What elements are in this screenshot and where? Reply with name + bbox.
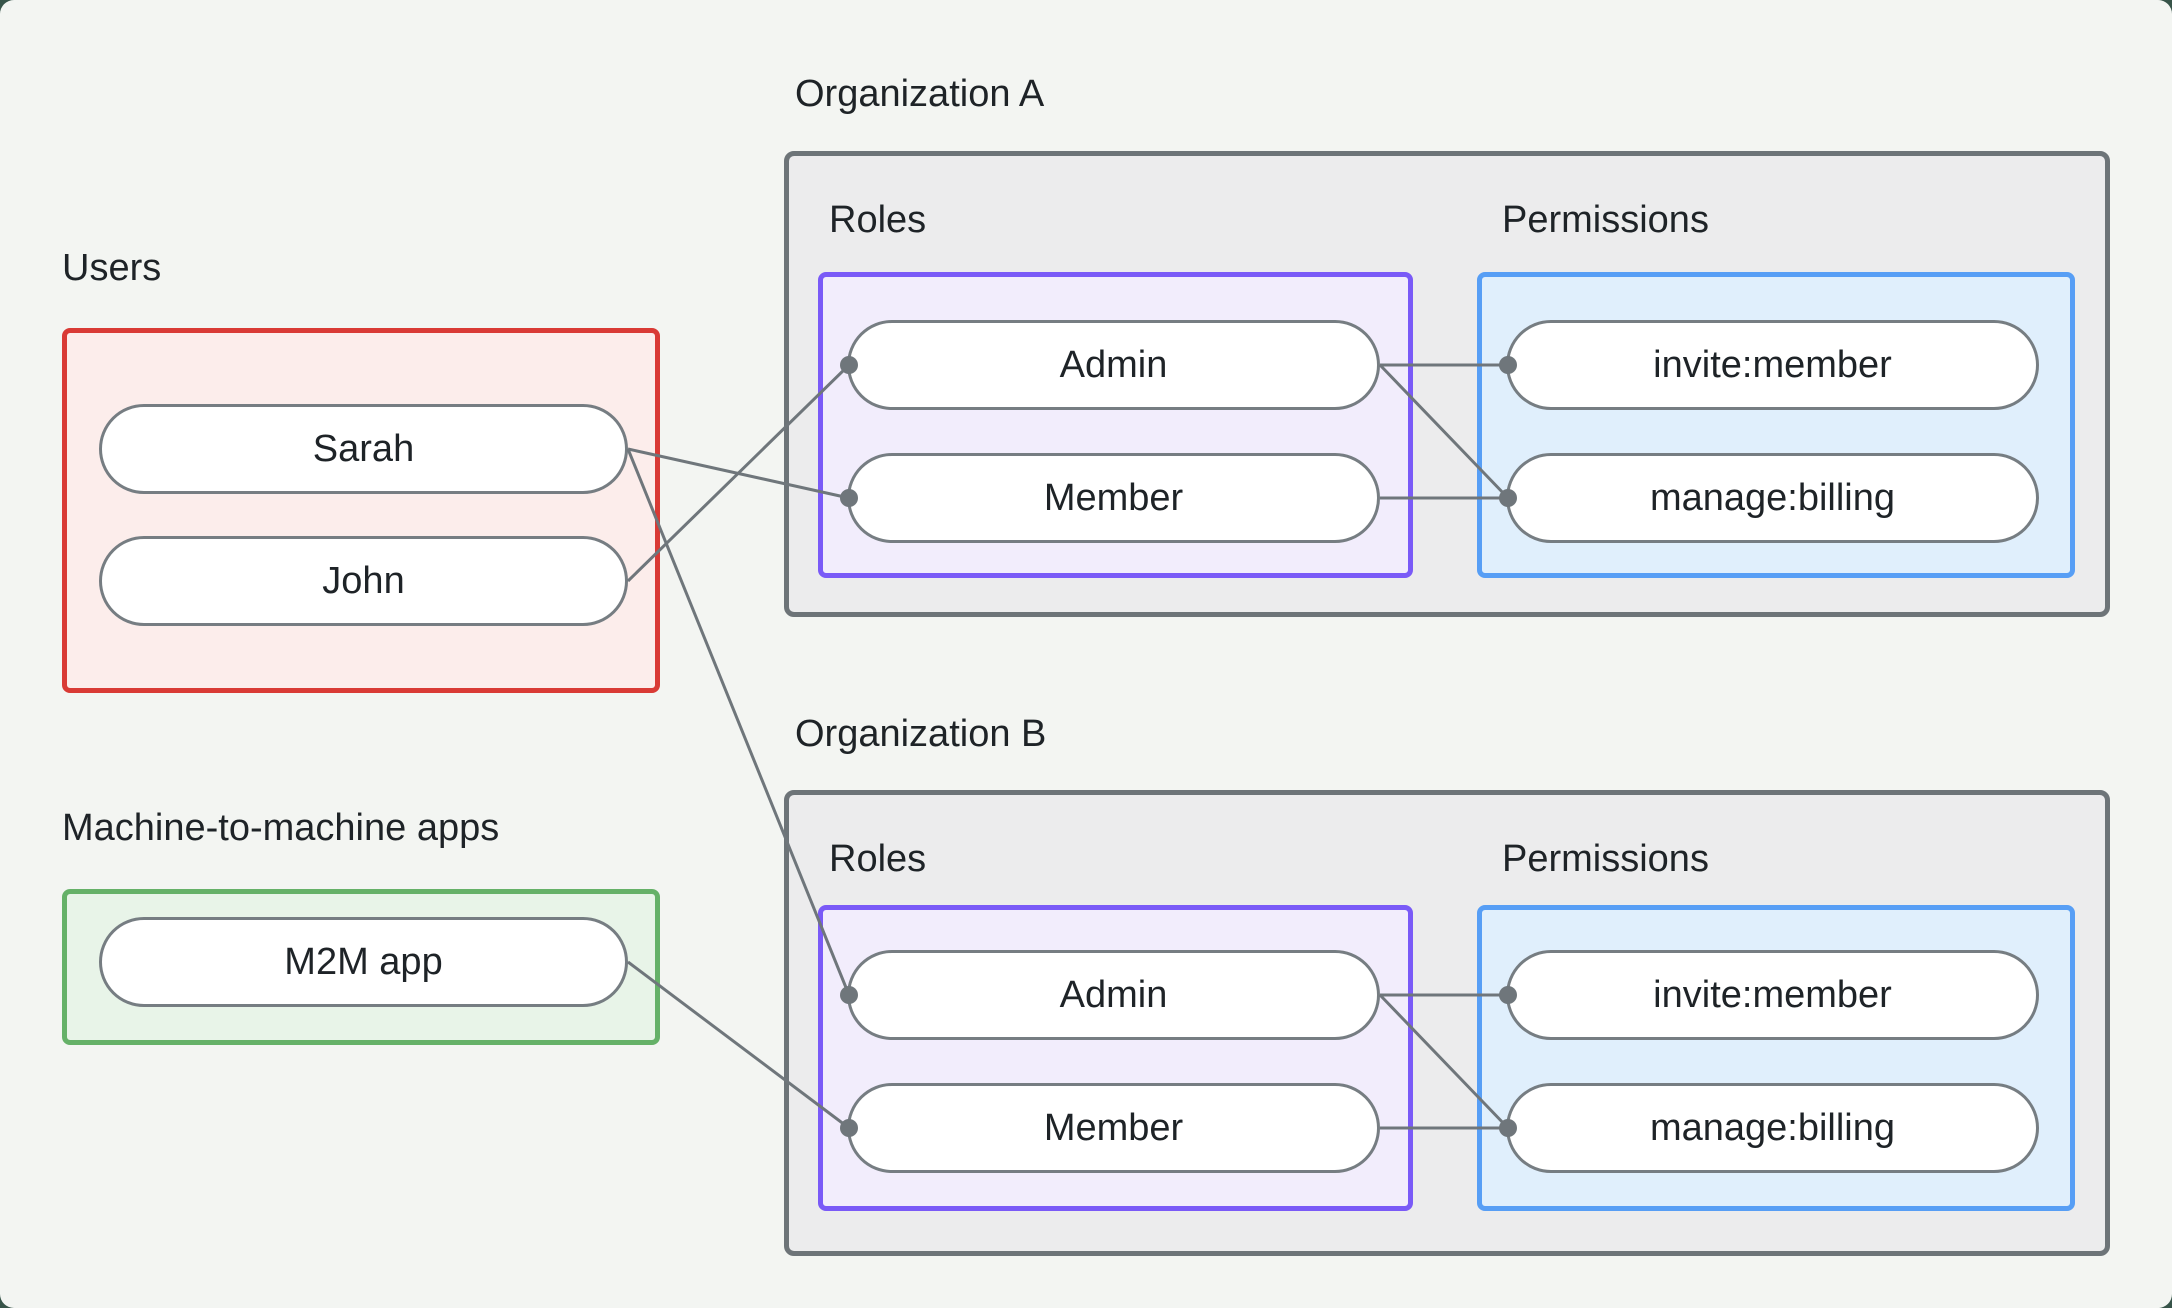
org-a-role-member: Member [847, 453, 1380, 543]
org-a-permission-invite-member: invite:member [1506, 320, 2039, 410]
m2m-app-node: M2M app [99, 917, 628, 1007]
org-a-permission-manage-billing: manage:billing [1506, 453, 2039, 543]
org-a-title: Organization A [795, 73, 1045, 115]
org-a-permissions-label: Permissions [1502, 199, 1709, 241]
user-node-sarah: Sarah [99, 404, 628, 494]
m2m-group-label: Machine-to-machine apps [62, 807, 500, 849]
org-b-permission-manage-billing: manage:billing [1506, 1083, 2039, 1173]
org-a-role-admin: Admin [847, 320, 1380, 410]
org-b-permissions-label: Permissions [1502, 838, 1709, 880]
org-b-roles-label: Roles [829, 838, 927, 880]
org-b-permission-invite-member: invite:member [1506, 950, 2039, 1040]
org-a-roles-label: Roles [829, 199, 927, 241]
org-b-title: Organization B [795, 713, 1047, 755]
users-group-box [62, 328, 660, 693]
users-group-label: Users [62, 247, 162, 289]
org-b-role-member: Member [847, 1083, 1380, 1173]
org-b-role-admin: Admin [847, 950, 1380, 1040]
user-node-john: John [99, 536, 628, 626]
